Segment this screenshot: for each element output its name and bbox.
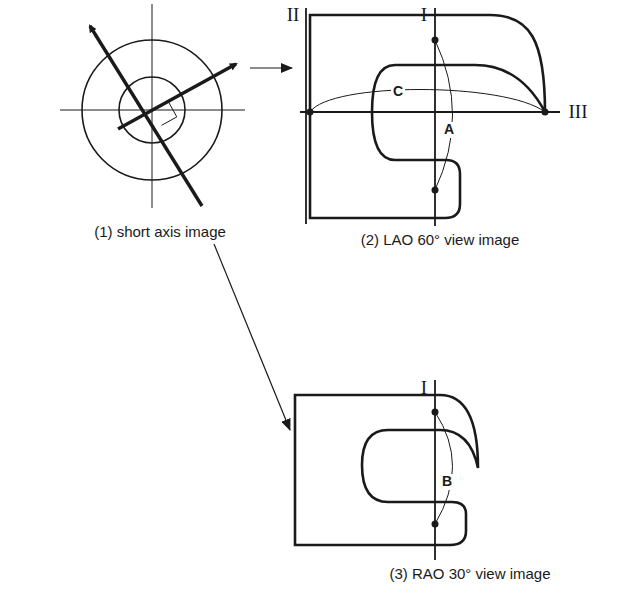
- segment-label: A: [442, 122, 456, 137]
- lao-view-figure: [300, 8, 560, 226]
- axis-label: I: [421, 378, 427, 399]
- segment-label: B: [440, 474, 454, 489]
- panel-caption: (1) short axis image: [94, 224, 226, 241]
- axis-label: II: [287, 5, 300, 26]
- axis-label: I: [421, 5, 427, 26]
- panel-caption: (3) RAO 30° view image: [389, 566, 550, 583]
- short-axis-figure: [60, 4, 292, 430]
- panel-caption: (2) LAO 60° view image: [361, 232, 520, 249]
- segment-label: C: [391, 84, 405, 99]
- rao-view-figure: [295, 380, 478, 560]
- axis-label: III: [569, 102, 588, 123]
